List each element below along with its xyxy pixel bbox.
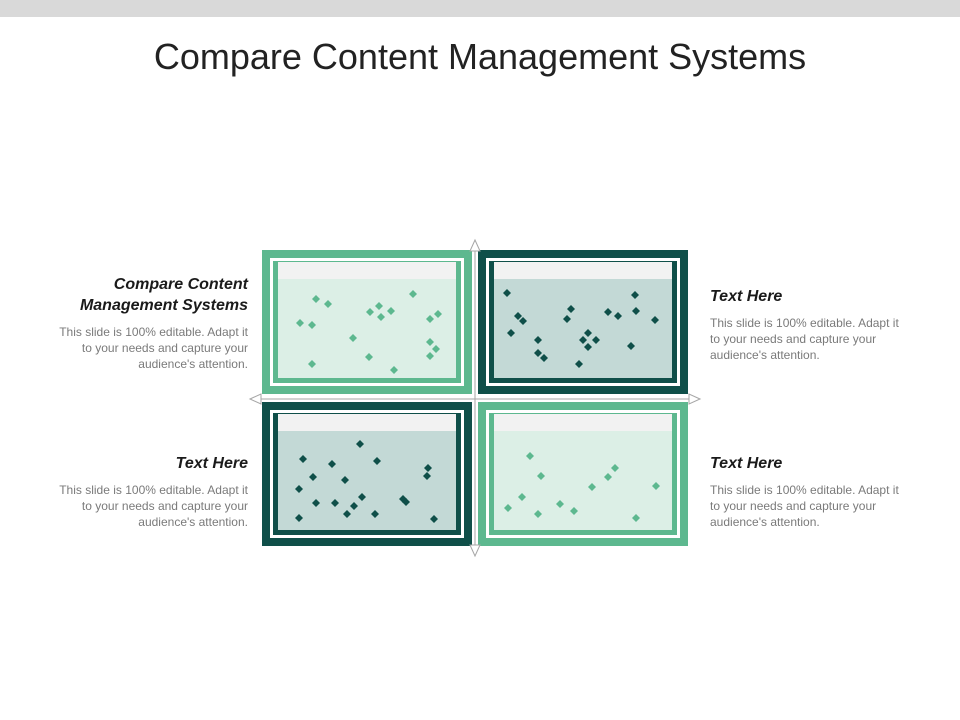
panel-header-strip [494, 414, 672, 431]
quadrant-panel-bottom-left [262, 402, 472, 546]
quadrant-label-top-left: Compare Content Management Systems This … [48, 274, 248, 372]
diamond-marker [604, 473, 612, 481]
diamond-marker [604, 308, 612, 316]
diamond-marker [432, 345, 440, 353]
diamond-marker [390, 366, 398, 374]
diamond-marker [356, 440, 364, 448]
arrow-down-icon [469, 544, 481, 558]
diamond-marker [424, 464, 432, 472]
diamond-marker [375, 302, 383, 310]
diamond-marker [366, 308, 374, 316]
panel-area [278, 414, 456, 530]
diamond-marker [349, 334, 357, 342]
quadrant-description: This slide is 100% editable. Adapt it to… [710, 483, 899, 529]
quadrant-heading: Text Here [710, 455, 783, 472]
diamond-marker [426, 315, 434, 323]
diamond-marker [631, 291, 639, 299]
diamond-marker [295, 485, 303, 493]
diamond-marker [632, 307, 640, 315]
diamond-marker [526, 452, 534, 460]
quadrant-heading: Text Here [710, 288, 783, 305]
quadrant-label-top-right: Text Here This slide is 100% editable. A… [710, 286, 910, 363]
diamond-marker [556, 500, 564, 508]
diamond-marker [426, 352, 434, 360]
diamond-marker [504, 504, 512, 512]
panel-area [494, 414, 672, 530]
quadrant-heading: Compare Content Management Systems [79, 276, 248, 314]
diamond-marker [402, 498, 410, 506]
diamond-marker [365, 353, 373, 361]
quadrant-description: This slide is 100% editable. Adapt it to… [59, 325, 248, 371]
diamond-marker [308, 360, 316, 368]
diamond-marker [341, 476, 349, 484]
diamond-marker [537, 472, 545, 480]
diamond-marker [563, 315, 571, 323]
panel-header-strip [278, 262, 456, 279]
diamond-marker [350, 502, 358, 510]
quadrant-label-bottom-right: Text Here This slide is 100% editable. A… [710, 453, 910, 530]
diamond-marker [614, 312, 622, 320]
diamond-marker [409, 290, 417, 298]
quadrant-panel-bottom-right [478, 402, 688, 546]
diamond-marker [507, 329, 515, 337]
quadrant-panel-top-right [478, 250, 688, 394]
quadrant-panel-top-left [262, 250, 472, 394]
diamond-marker [312, 295, 320, 303]
diamond-marker [584, 343, 592, 351]
arrow-up-icon [469, 238, 481, 252]
panel-header-strip [278, 414, 456, 431]
diamond-marker [534, 510, 542, 518]
diamond-marker [579, 336, 587, 344]
diamond-marker [518, 493, 526, 501]
diamond-marker [567, 305, 575, 313]
diamond-marker [295, 514, 303, 522]
page-title: Compare Content Management Systems [153, 36, 807, 77]
diamond-marker [652, 482, 660, 490]
diamond-marker [358, 493, 366, 501]
quadrant-description: This slide is 100% editable. Adapt it to… [59, 483, 248, 529]
diamond-marker [434, 310, 442, 318]
diamond-marker [343, 510, 351, 518]
axis-cross [248, 238, 702, 558]
panel-header-strip [494, 262, 672, 279]
diamond-marker [584, 329, 592, 337]
diamond-marker [309, 473, 317, 481]
diamond-marker [312, 499, 320, 507]
diamond-marker [331, 499, 339, 507]
diamond-marker [627, 342, 635, 350]
diamond-marker [651, 316, 659, 324]
diamond-marker [423, 472, 431, 480]
diamond-marker [570, 507, 578, 515]
diamond-marker [328, 460, 336, 468]
diamond-marker [534, 336, 542, 344]
diamond-marker [540, 354, 548, 362]
diamond-marker [426, 338, 434, 346]
diamond-marker [377, 313, 385, 321]
diamond-marker [575, 360, 583, 368]
diamond-marker [514, 312, 522, 320]
diamond-marker [534, 349, 542, 357]
quadrant-description: This slide is 100% editable. Adapt it to… [710, 316, 899, 362]
diamond-marker [588, 483, 596, 491]
diamond-marker [387, 307, 395, 315]
diamond-marker [371, 510, 379, 518]
diamond-marker [503, 289, 511, 297]
arrow-right-icon [688, 393, 702, 405]
quadrant-label-bottom-left: Text Here This slide is 100% editable. A… [48, 453, 248, 530]
diamond-marker [299, 455, 307, 463]
top-bar [0, 0, 960, 17]
diamond-marker [592, 336, 600, 344]
diamond-marker [296, 319, 304, 327]
diamond-marker [373, 457, 381, 465]
diamond-marker [611, 464, 619, 472]
diamond-marker [308, 321, 316, 329]
diamond-marker [632, 514, 640, 522]
arrow-left-icon [248, 393, 262, 405]
diamond-marker [324, 300, 332, 308]
quadrant-heading: Text Here [175, 455, 248, 472]
diamond-marker [519, 317, 527, 325]
diamond-marker [430, 515, 438, 523]
